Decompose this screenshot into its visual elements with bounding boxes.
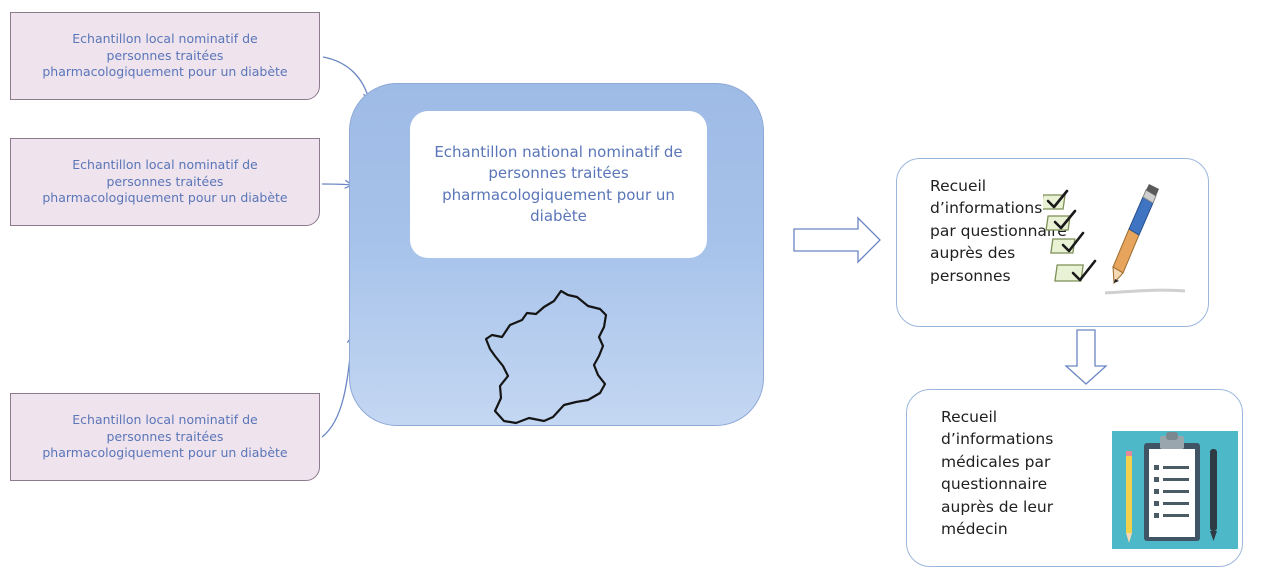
local-sample-label-2: Echantillon local nominatif de personnes… xyxy=(42,157,288,206)
checklist-pencil-icon xyxy=(1043,184,1186,295)
block-arrow-down-to-medical xyxy=(1064,329,1108,385)
local-sample-box-2: Echantillon local nominatif de personnes… xyxy=(10,138,320,226)
questionnaire-persons-box: Recueil d’informations par questionnaire… xyxy=(896,158,1209,327)
national-sample-label: Echantillon national nominatif de person… xyxy=(434,142,683,225)
block-arrow-national-to-questionnaire xyxy=(793,216,881,264)
local-sample-label-3: Echantillon local nominatif de personnes… xyxy=(42,412,288,461)
curved-arrow-local3-to-national xyxy=(321,334,356,438)
questionnaire-persons-label: Recueil d’informations par questionnaire… xyxy=(930,177,1067,285)
local-sample-label-1: Echantillon local nominatif de personnes… xyxy=(42,31,288,80)
questionnaire-medical-label: Recueil d’informations médicales par que… xyxy=(941,408,1054,539)
national-sample-box: Echantillon national nominatif de person… xyxy=(349,83,764,426)
clipboard-icon xyxy=(1112,431,1238,549)
national-sample-title-box: Echantillon national nominatif de person… xyxy=(410,111,707,258)
local-sample-box-1: Echantillon local nominatif de personnes… xyxy=(10,12,320,100)
arrow-local2-to-national xyxy=(321,179,354,189)
france-map-icon xyxy=(484,289,608,425)
questionnaire-medical-box: Recueil d’informations médicales par que… xyxy=(906,389,1243,567)
curved-arrow-local1-to-national xyxy=(322,56,372,102)
local-sample-box-3: Echantillon local nominatif de personnes… xyxy=(10,393,320,481)
